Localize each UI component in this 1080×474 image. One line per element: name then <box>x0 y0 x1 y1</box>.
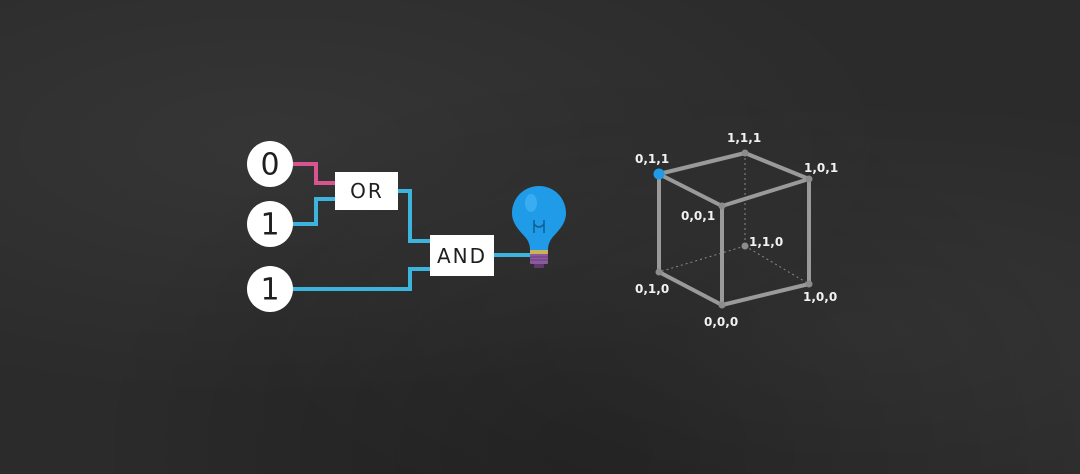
and-gate-box <box>430 235 494 276</box>
vertex-110 <box>741 242 749 250</box>
vertex-label-011: 0,1,1 <box>635 152 669 166</box>
input-3-circle <box>247 266 293 312</box>
boolean-cube: 1,1,1 0,1,1 1,0,1 0,0,1 1,1,0 0,1,0 1,0,… <box>635 131 838 329</box>
input-2-value: 1 <box>260 208 279 243</box>
input-3-value: 1 <box>260 273 279 308</box>
wire-input-3-to-and <box>292 267 430 291</box>
wire-input-1-to-or <box>292 162 335 185</box>
or-gate-label: OR <box>350 179 384 203</box>
input-2-circle <box>247 201 293 247</box>
or-gate: OR <box>335 172 398 210</box>
input-1-value: 0 <box>260 148 279 183</box>
wire-or-to-and <box>398 189 430 243</box>
vertex-001 <box>718 202 726 210</box>
input-1: 0 <box>247 141 293 187</box>
vertex-label-101: 1,0,1 <box>804 161 838 175</box>
wire-input-2-to-or <box>292 197 335 226</box>
vertex-label-001: 0,0,1 <box>681 209 715 223</box>
vertex-010 <box>655 268 663 276</box>
vertex-111 <box>741 149 749 157</box>
vertex-label-110: 1,1,0 <box>749 235 783 249</box>
vertex-101 <box>805 175 813 183</box>
input-1-circle <box>247 141 293 187</box>
and-gate: AND <box>430 235 494 276</box>
vertex-100 <box>805 280 813 288</box>
lightbulb-icon <box>512 186 566 268</box>
vertex-label-000: 0,0,0 <box>704 315 738 329</box>
vertex-label-100: 1,0,0 <box>803 290 837 304</box>
or-gate-box <box>335 172 398 210</box>
input-2: 1 <box>247 201 293 247</box>
input-3: 1 <box>247 266 293 312</box>
cube-edges <box>657 151 811 307</box>
and-gate-label: AND <box>437 244 487 268</box>
vertex-000 <box>718 301 726 309</box>
vertex-label-111: 1,1,1 <box>727 131 761 145</box>
vertex-011 <box>653 168 665 180</box>
vertex-label-010: 0,1,0 <box>635 282 669 296</box>
logic-circuit: 0 1 1 OR AND <box>247 141 566 312</box>
